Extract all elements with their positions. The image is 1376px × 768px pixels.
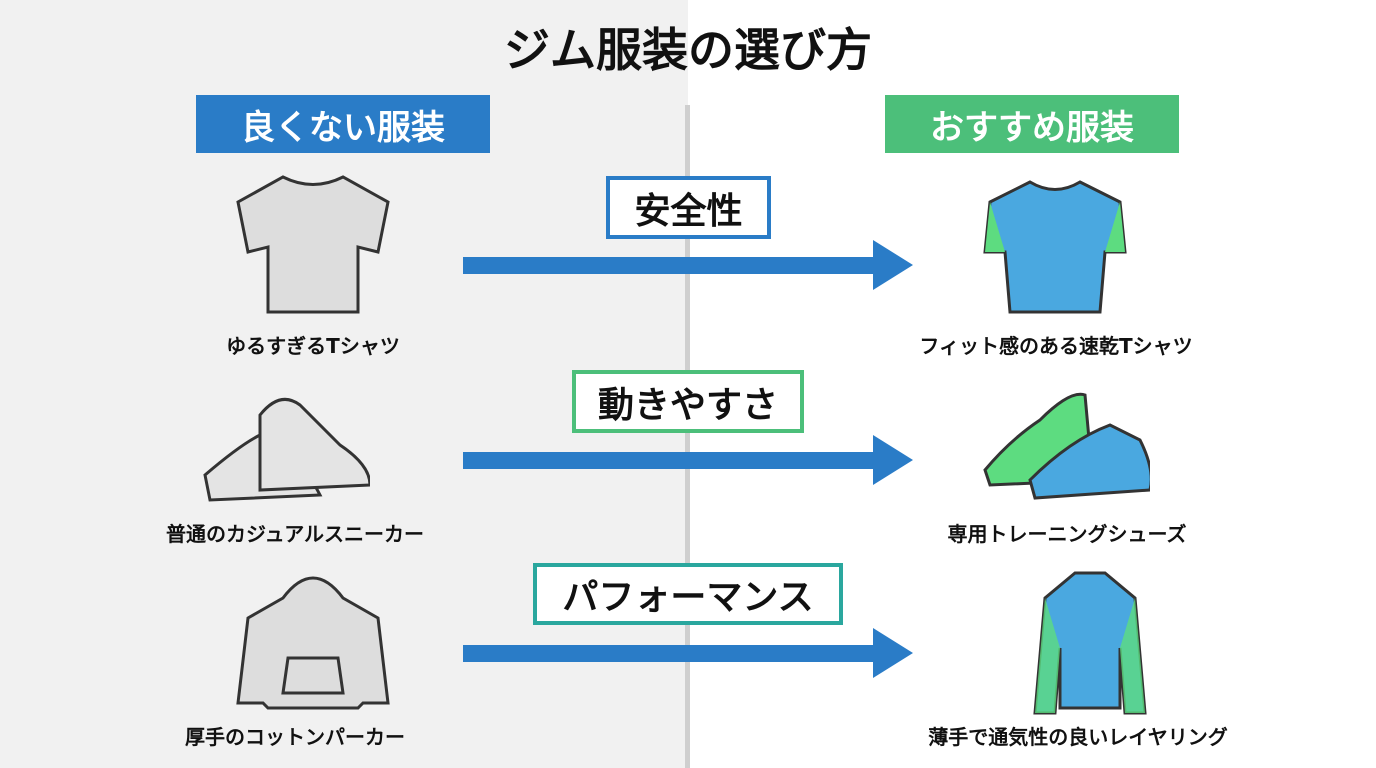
training-shoes-icon — [983, 392, 1150, 500]
arrow-right-icon — [463, 240, 913, 290]
casual-sneakers-icon — [203, 397, 370, 502]
cotton-hoodie-icon — [236, 576, 390, 710]
category-mobility: 動きやすさ — [572, 370, 804, 433]
good-item-caption: 薄手で通気性の良いレイヤリング — [928, 725, 1228, 749]
good-item-caption: フィット感のある速乾Tシャツ — [919, 334, 1193, 358]
center-divider — [685, 105, 690, 768]
loose-tshirt-icon — [236, 175, 390, 314]
fitted-shirt-icon — [983, 180, 1127, 314]
page-title: ジム服装の選び方 — [504, 23, 872, 77]
arrow-right-icon — [463, 435, 913, 485]
bad-item-caption: 普通のカジュアルスニーカー — [166, 522, 424, 546]
arrow-right-icon — [463, 628, 913, 678]
bad-item-caption: 厚手のコットンパーカー — [185, 725, 405, 749]
bad-item-caption: ゆるすぎるTシャツ — [226, 334, 400, 358]
recommended-clothing-header: おすすめ服装 — [885, 95, 1179, 153]
layering-jacket-icon — [1033, 571, 1147, 715]
good-item-caption: 専用トレーニングシューズ — [947, 522, 1187, 546]
category-performance: パフォーマンス — [533, 563, 843, 625]
category-safety: 安全性 — [606, 176, 771, 239]
bad-clothing-header: 良くない服装 — [196, 95, 490, 153]
